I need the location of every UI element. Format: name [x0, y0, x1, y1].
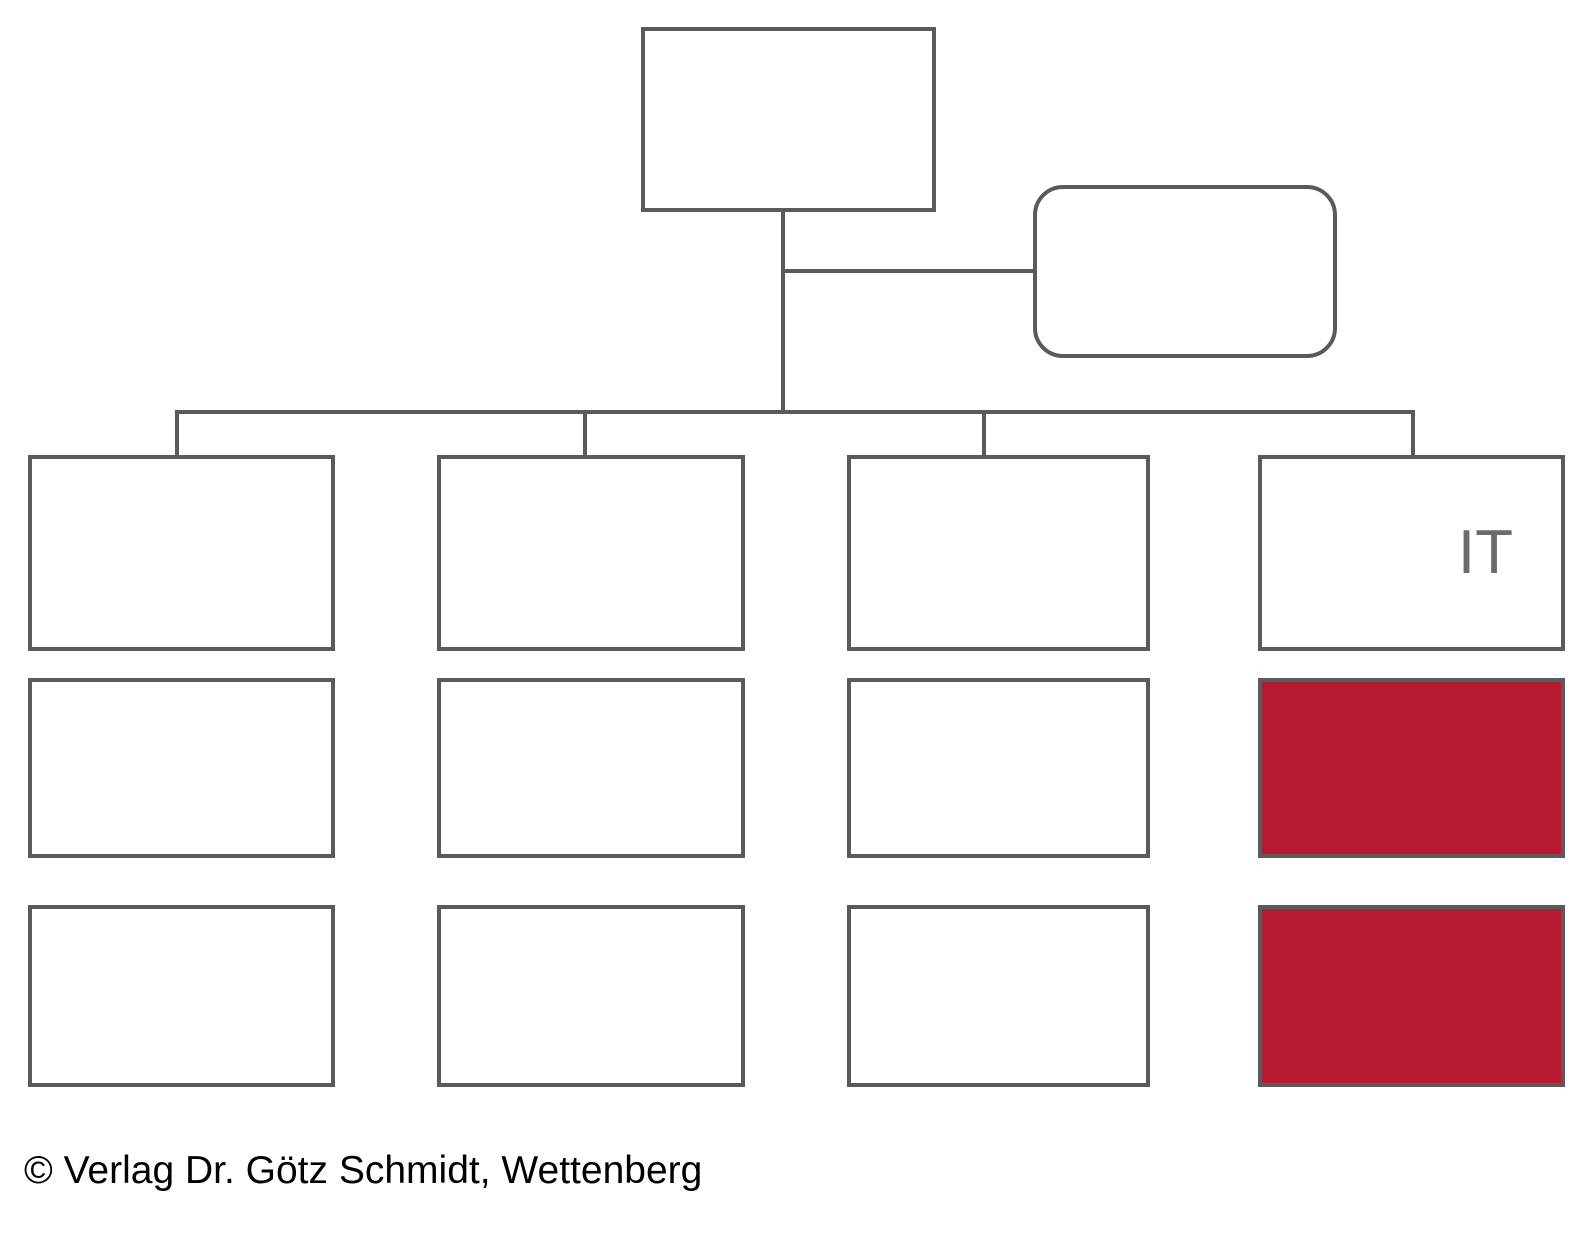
department-node-1[interactable]: [28, 455, 335, 651]
subunit-row3-node-it-highlight[interactable]: [1258, 905, 1565, 1087]
subunit-row3-node-2[interactable]: [437, 905, 745, 1087]
connector-bus: [175, 410, 1415, 414]
subunit-row2-node-1[interactable]: [28, 678, 335, 858]
connector-drop-3: [982, 410, 986, 457]
connector-drop-2: [583, 410, 587, 457]
department-node-2[interactable]: [437, 455, 745, 651]
subunit-row2-node-it-highlight[interactable]: [1258, 678, 1565, 858]
subunit-row3-node-3[interactable]: [847, 905, 1150, 1087]
subunit-row3-node-1[interactable]: [28, 905, 335, 1087]
subunit-row2-node-3[interactable]: [847, 678, 1150, 858]
subunit-row2-node-2[interactable]: [437, 678, 745, 858]
connector-drop-4: [1411, 410, 1415, 457]
connector-staff-link: [781, 269, 1035, 273]
copyright-notice: © Verlag Dr. Götz Schmidt, Wettenberg: [24, 1149, 703, 1192]
connector-root-trunk: [781, 208, 785, 414]
department-node-it[interactable]: IT: [1258, 455, 1565, 651]
root-node[interactable]: [641, 27, 936, 212]
department-node-3[interactable]: [847, 455, 1150, 651]
department-node-it-label: IT: [1457, 518, 1513, 587]
staff-node[interactable]: [1033, 185, 1337, 358]
connector-drop-1: [175, 410, 179, 457]
